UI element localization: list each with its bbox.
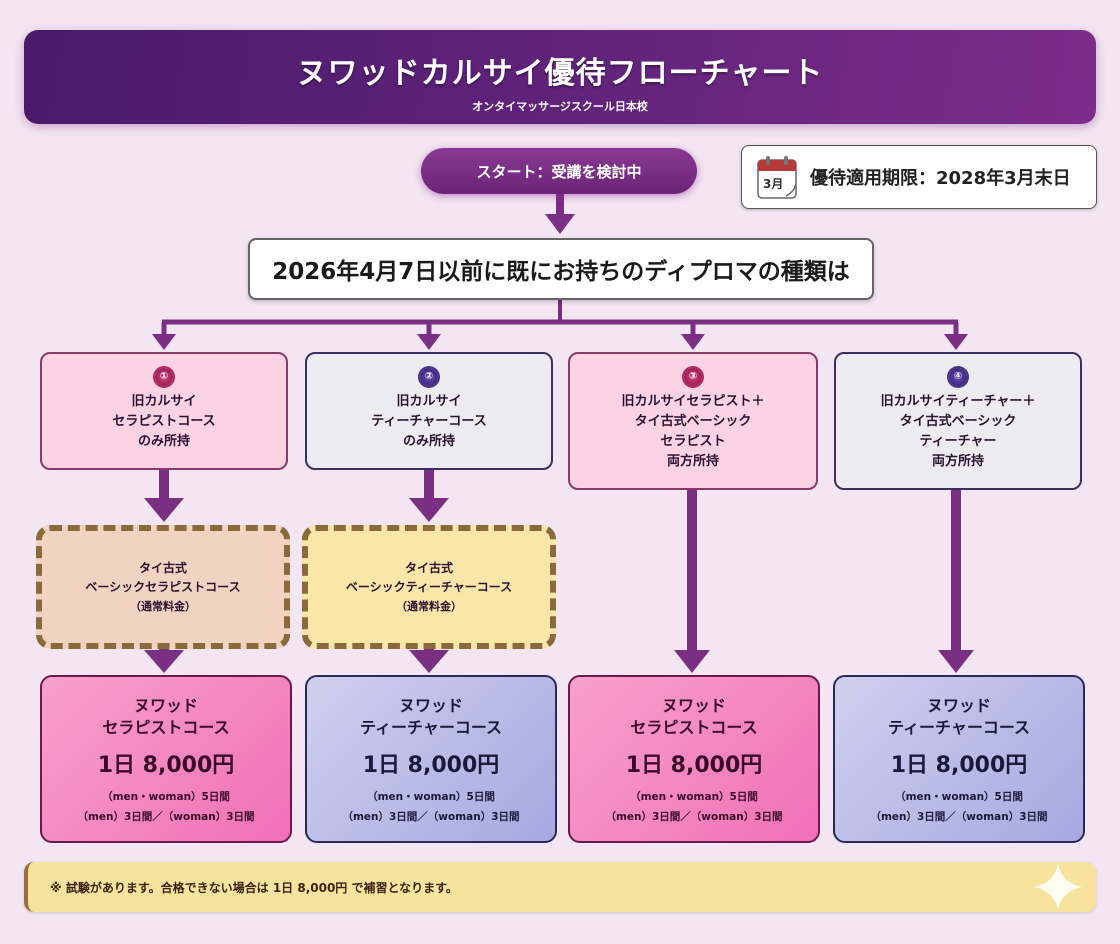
result-card-1: ヌワッドセラピストコース 1日 8,000円 （men・woman）5日間 （me…: [40, 675, 292, 843]
start-node: スタート：受講を検討中: [421, 148, 697, 194]
basic-therapist-course: タイ古式 ベーシックセラピストコース （通常料金）: [36, 525, 290, 649]
option-line: セラピスト: [660, 434, 726, 449]
result-card-4: ヌワッドティーチャーコース 1日 8,000円 （men・woman）5日間 （m…: [833, 675, 1085, 843]
option-card-1: ① 旧カルサイ セラピストコース のみ所持: [40, 352, 288, 470]
result-title: ヌワッド: [133, 696, 198, 715]
basic-course-price-note: （通常料金）: [130, 599, 196, 613]
arrowhead: [417, 334, 441, 350]
result-price: 1日 8,000円: [890, 753, 1028, 778]
option-line: 旧カルサイティーチャー＋: [880, 394, 1036, 409]
deadline-box: 3月 優待適用期限：2028年3月末日: [741, 145, 1097, 209]
option-card-2: ② 旧カルサイ ティーチャーコース のみ所持: [305, 352, 553, 470]
number-badge: ④: [949, 368, 967, 386]
result-duration: （men・woman）5日間: [630, 791, 758, 803]
basic-course-line: タイ古式: [138, 560, 187, 575]
result-title: ティーチャーコース: [359, 718, 503, 737]
arrowhead: [545, 214, 575, 234]
option-line: セラピストコース: [112, 414, 216, 429]
result-duration: （men・woman）5日間: [102, 791, 230, 803]
basic-course-line: ベーシックティーチャーコース: [345, 579, 513, 594]
option-line: 旧カルサイ: [131, 394, 197, 409]
calendar-icon: 3月: [756, 154, 798, 200]
option-line: タイ古式ベーシック: [634, 414, 752, 429]
option-line: 両方所持: [666, 454, 719, 469]
arrowhead: [409, 498, 449, 522]
option-line: のみ所持: [137, 434, 190, 449]
option-card-4: ④ 旧カルサイティーチャー＋ タイ古式ベーシック ティーチャー 両方所持: [834, 352, 1082, 490]
basic-teacher-course: タイ古式 ベーシックティーチャーコース （通常料金）: [302, 525, 556, 649]
result-title: ヌワッド: [926, 696, 991, 715]
option-line: ティーチャー: [919, 434, 997, 449]
result-card-2: ヌワッドティーチャーコース 1日 8,000円 （men・woman）5日間 （m…: [305, 675, 557, 843]
option-line: 旧カルサイ: [396, 394, 462, 409]
number-badge: ②: [420, 368, 438, 386]
exam-note-bar: ※ 試験があります。合格できない場合は 1日 8,000円 で補習となります。: [24, 862, 1096, 912]
result-price: 1日 8,000円: [97, 753, 235, 778]
result-duration: （men）3日間／（woman）3日間: [77, 811, 255, 823]
result-duration: （men）3日間／（woman）3日間: [870, 811, 1048, 823]
result-duration: （men・woman）5日間: [367, 791, 495, 803]
calendar-month-label: 3月: [763, 177, 784, 191]
basic-course-price-note: （通常料金）: [396, 599, 462, 613]
arrowhead: [152, 334, 176, 350]
option-line: ティーチャーコース: [371, 414, 487, 429]
result-duration: （men）3日間／（woman）3日間: [342, 811, 520, 823]
basic-course-line: タイ古式: [404, 560, 453, 575]
option-card-3: ③ 旧カルサイセラピスト＋ タイ古式ベーシック セラピスト 両方所持: [568, 352, 818, 490]
sparkle-icon: [1034, 864, 1082, 910]
result-duration: （men・woman）5日間: [895, 791, 1023, 803]
result-title: セラピストコース: [102, 718, 230, 737]
result-title: ヌワッド: [661, 696, 726, 715]
option-line: のみ所持: [402, 434, 455, 449]
result-title: ティーチャーコース: [887, 718, 1031, 737]
option-line: タイ古式ベーシック: [899, 414, 1017, 429]
arrowhead: [944, 334, 968, 350]
result-price: 1日 8,000円: [625, 753, 763, 778]
result-title: ヌワッド: [398, 696, 463, 715]
arrowhead: [681, 334, 705, 350]
result-price: 1日 8,000円: [362, 753, 500, 778]
question-node: 2026年4月7日以前に既にお持ちのディプロマの種類は: [248, 238, 874, 300]
arrowhead: [674, 650, 710, 673]
option-line: 両方所持: [931, 454, 984, 469]
result-card-3: ヌワッドセラピストコース 1日 8,000円 （men・woman）5日間 （me…: [568, 675, 820, 843]
header-banner: ヌワッドカルサイ優待フローチャート オンタイマッサージスクール日本校: [24, 30, 1096, 124]
arrowhead: [409, 650, 449, 673]
exam-note-text: ※ 試験があります。合格できない場合は 1日 8,000円 で補習となります。: [50, 880, 458, 895]
option-line: 旧カルサイセラピスト＋: [621, 394, 765, 409]
result-title: セラピストコース: [630, 718, 758, 737]
arrowhead: [144, 498, 184, 522]
result-duration: （men）3日間／（woman）3日間: [605, 811, 783, 823]
arrowhead: [938, 650, 974, 673]
number-badge: ③: [684, 368, 702, 386]
page-title: ヌワッドカルサイ優待フローチャート: [296, 56, 824, 91]
page-subtitle: オンタイマッサージスクール日本校: [472, 100, 648, 113]
arrowhead: [144, 650, 184, 673]
deadline-text: 優待適用期限：2028年3月末日: [810, 168, 1071, 189]
number-badge: ①: [155, 368, 173, 386]
basic-course-line: ベーシックセラピストコース: [85, 579, 241, 594]
